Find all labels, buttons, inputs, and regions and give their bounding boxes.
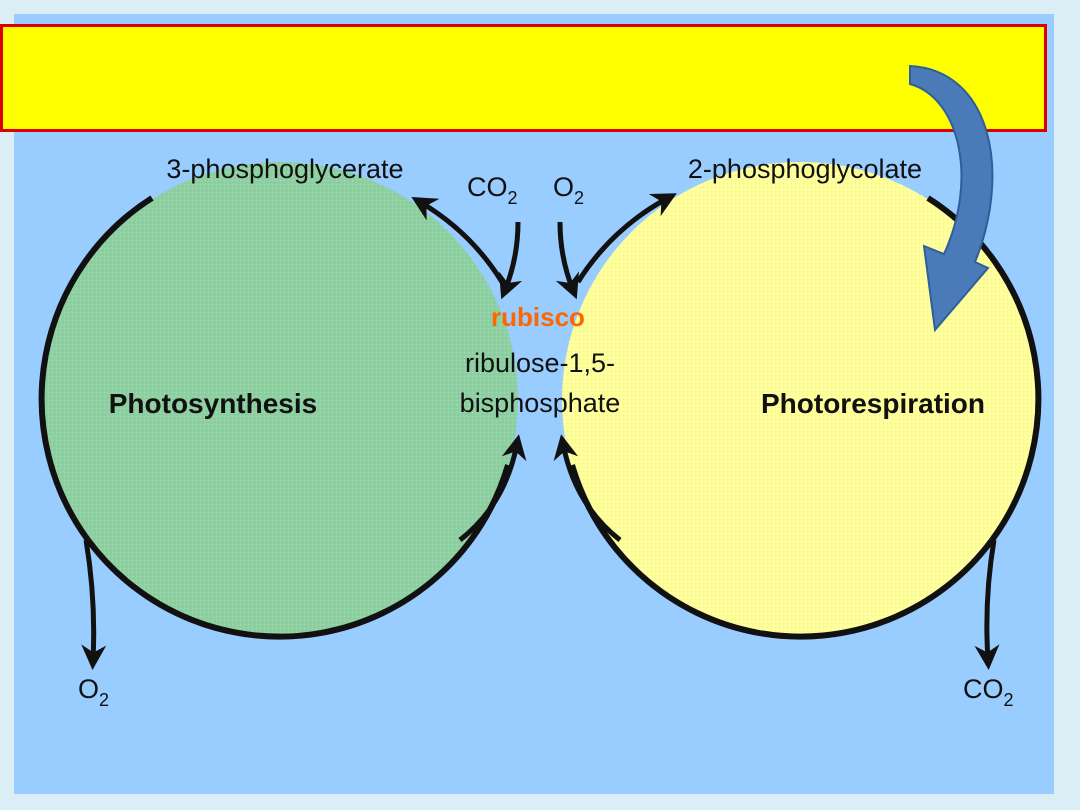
o2-input-label: O2 [553, 172, 584, 208]
photosynthesis-arc-bottom [85, 464, 511, 640]
substrate-label-line2: bisphosphate [460, 388, 621, 418]
photosynthesis-label: Photosynthesis [109, 388, 317, 419]
photosynthesis-cycle [38, 162, 527, 670]
o2-output-label: O2 [78, 674, 109, 710]
photosynthesis-circle [42, 162, 518, 638]
photorespiration-label: Photorespiration [761, 388, 985, 419]
photorespiration-regeneration-arrow [553, 434, 622, 542]
photosynthesis-regeneration-arrow [458, 434, 527, 542]
co2-input-arrow [499, 221, 523, 300]
photorespiration-arc-top-arrow [575, 193, 677, 284]
photosynthesis-arc-left [38, 195, 154, 542]
co2-output-label: CO2 [963, 674, 1014, 710]
o2-output-arrow [81, 539, 107, 670]
o2-input-arrow [555, 221, 579, 300]
substrate-label-line1: ribulose-1,5- [465, 348, 615, 378]
photosynthesis-arc-top-arrow [411, 196, 505, 284]
photorespiration-arc-bottom [569, 464, 995, 640]
co2-input-label: CO2 [467, 172, 518, 208]
title-banner [0, 24, 1047, 132]
co2-output-arrow [974, 539, 1000, 670]
product-right-label: 2-phosphoglycolate [688, 154, 922, 184]
enzyme-label: rubisco [491, 302, 585, 332]
product-left-label: 3-phosphoglycerate [166, 154, 403, 184]
